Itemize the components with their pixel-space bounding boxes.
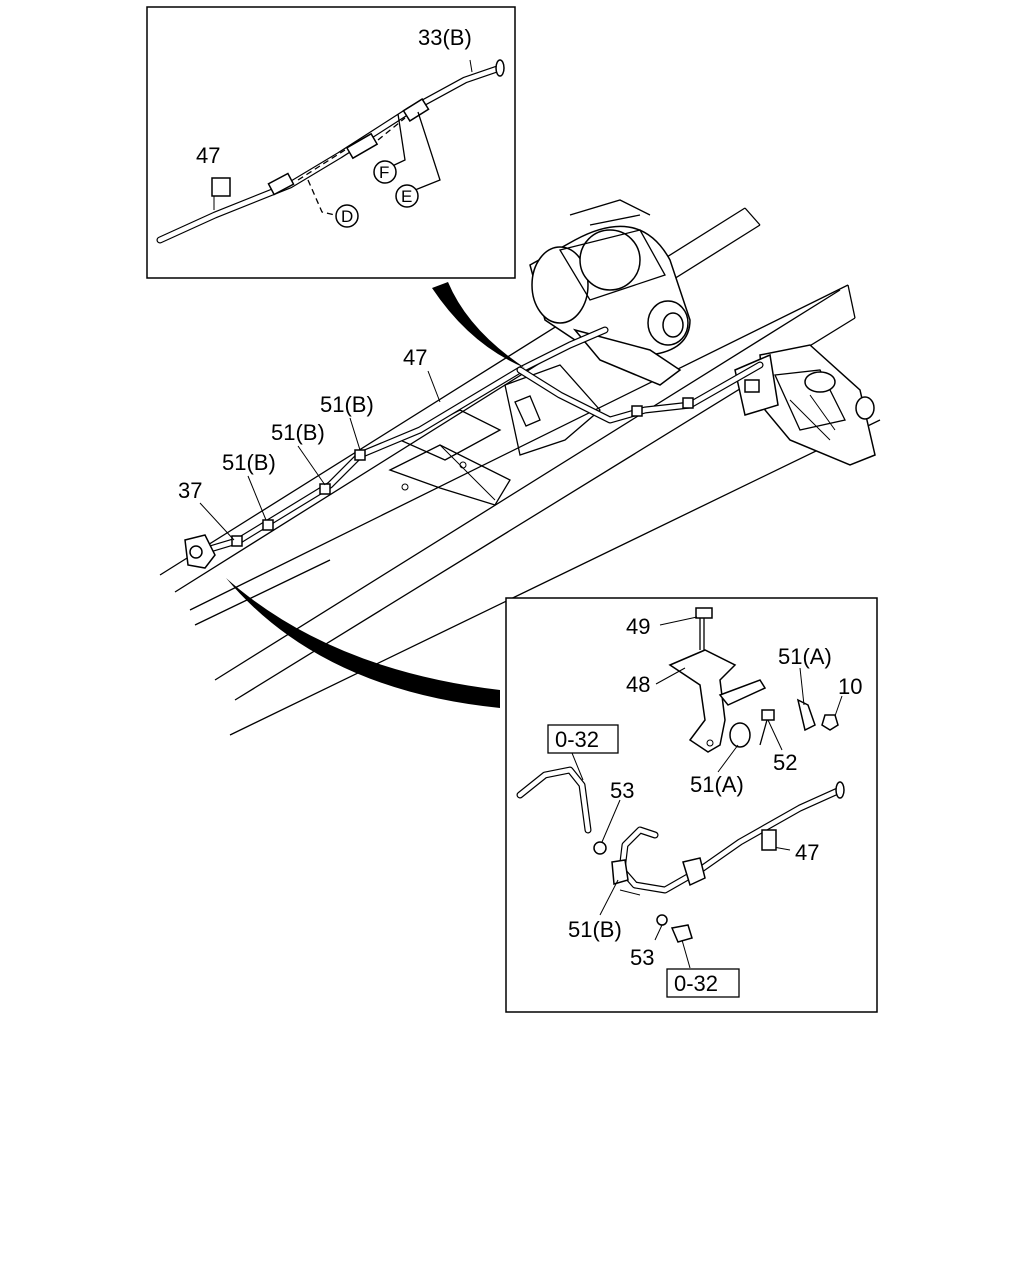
label-main-37: 37 — [178, 478, 202, 503]
arrow-to-detail-inset — [226, 578, 500, 708]
label-detail-52: 52 — [773, 750, 797, 775]
label-main-51b-1: 51(B) — [320, 392, 374, 417]
callout-e-circle — [395, 184, 419, 208]
label-main-47: 47 — [403, 345, 427, 370]
chassis-frame — [159, 207, 881, 736]
label-detail-53-bottom: 53 — [630, 945, 654, 970]
label-detail-51a-bottom: 51(A) — [690, 772, 744, 797]
label-inset-33b: 33(B) — [418, 25, 472, 50]
label-detail-ref-bottom: 0-32 — [674, 971, 718, 996]
label-detail-ref-top: 0-32 — [555, 727, 599, 752]
callout-d-circle — [335, 204, 359, 228]
fuel-pipe-47 — [184, 326, 764, 569]
label-main-51b-2: 51(B) — [271, 420, 325, 445]
top-inset — [146, 6, 516, 279]
exhaust-filter-unit — [529, 199, 691, 386]
label-detail-51a-top: 51(A) — [778, 644, 832, 669]
label-inset-d: D — [341, 207, 353, 226]
label-main-51b-3: 51(B) — [222, 450, 276, 475]
label-detail-47: 47 — [795, 840, 819, 865]
label-detail-51b: 51(B) — [568, 917, 622, 942]
label-inset-47: 47 — [196, 143, 220, 168]
label-detail-10: 10 — [838, 674, 862, 699]
detail-inset — [505, 597, 878, 1013]
label-detail-48: 48 — [626, 672, 650, 697]
label-inset-e: E — [401, 187, 412, 206]
label-detail-53-top: 53 — [610, 778, 634, 803]
label-inset-f: F — [379, 163, 389, 182]
label-detail-49: 49 — [626, 614, 650, 639]
arrow-to-top-inset — [432, 282, 525, 368]
callout-f-circle — [373, 160, 397, 184]
tank-module — [734, 344, 876, 466]
